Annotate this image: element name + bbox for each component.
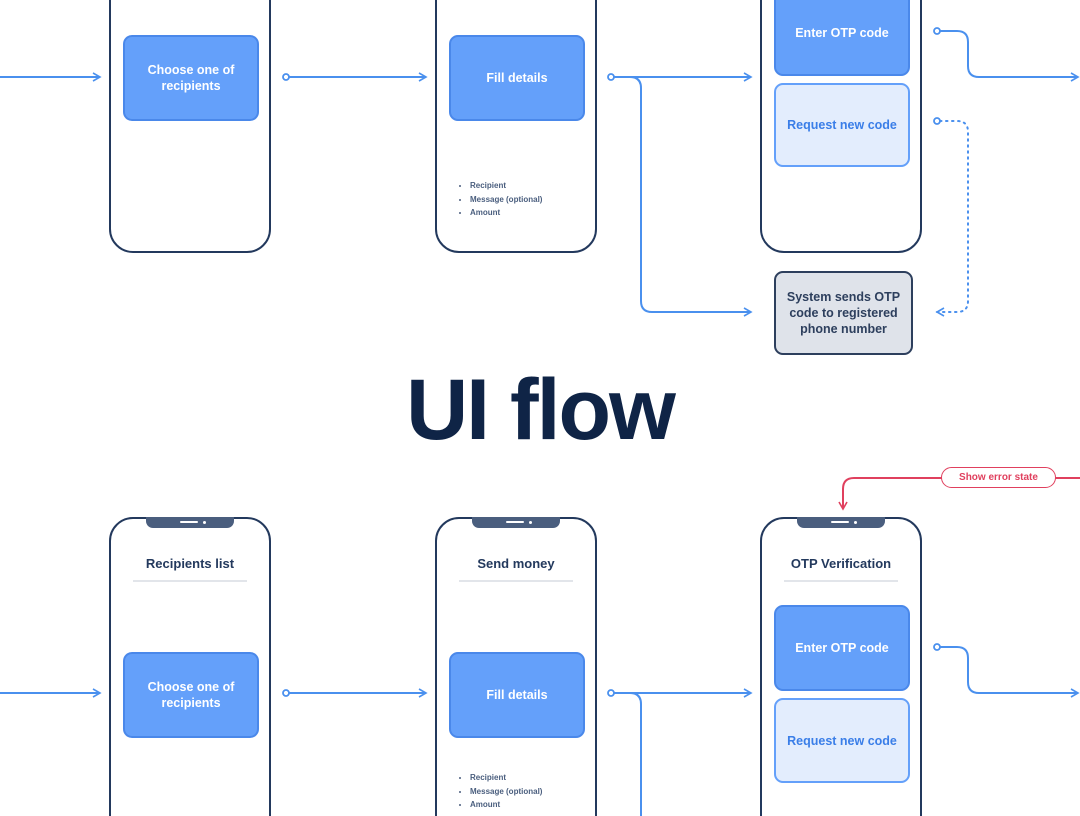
list-item: Amount (470, 206, 542, 220)
screen-title: Send money (477, 556, 555, 571)
phone-screen-recipients-top: Choose one of recipients (109, 0, 271, 253)
connector-node (933, 27, 941, 35)
arrow-screen2-to-system-box (614, 76, 753, 317)
phone-screen-send-money: Send money Fill details Recipient Messag… (435, 517, 597, 816)
details-list: Recipient Message (optional) Amount (456, 179, 542, 220)
show-error-state-badge: Show error state (941, 467, 1056, 488)
title-divider (133, 580, 247, 582)
choose-recipient-label: Choose one of recipients (147, 680, 235, 710)
connector-node (607, 689, 615, 697)
phone-screen-otp-top: Enter OTP code Request new code (760, 0, 922, 253)
page-title: UI flow (406, 362, 676, 458)
fill-details-label: Fill details (486, 688, 548, 702)
list-item: Message (optional) (470, 785, 542, 799)
enter-otp-card[interactable]: Enter OTP code (774, 0, 910, 76)
request-new-code-card[interactable]: Request new code (774, 698, 910, 783)
request-new-code-card[interactable]: Request new code (774, 83, 910, 167)
phone-screen-recipients-list: Recipients list Choose one of recipients (109, 517, 271, 816)
request-new-code-label: Request new code (787, 733, 897, 748)
enter-otp-label: Enter OTP code (795, 26, 889, 40)
arrow-screen3-out-top (940, 30, 1080, 82)
connector-node (933, 643, 941, 651)
title-divider (784, 580, 898, 582)
connector-node (282, 689, 290, 697)
list-item: Message (optional) (470, 193, 542, 207)
branch-line-bottom (614, 692, 642, 816)
phone-notch (472, 517, 560, 528)
details-list: Recipient Message (optional) Amount (456, 771, 542, 812)
screen-title: OTP Verification (790, 556, 892, 571)
connector-node (282, 73, 290, 81)
list-item: Amount (470, 798, 542, 812)
connector-node (607, 73, 615, 81)
arrow-screen3-out-bottom (940, 646, 1080, 698)
request-new-code-label: Request new code (787, 118, 897, 132)
fill-details-card[interactable]: Fill details (449, 35, 585, 121)
phone-screen-otp-verification: OTP Verification Enter OTP code Request … (760, 517, 922, 816)
list-item: Recipient (470, 179, 542, 193)
dotted-arrow-request-new-code (935, 120, 969, 317)
screen-title: Recipients list (145, 556, 235, 571)
system-box-label: System sends OTP code to registered phon… (786, 290, 901, 336)
choose-recipient-card[interactable]: Choose one of recipients (123, 652, 259, 738)
error-state-arrow (838, 477, 1080, 511)
enter-otp-card[interactable]: Enter OTP code (774, 605, 910, 691)
choose-recipient-label: Choose one of recipients (147, 63, 235, 93)
list-item: Recipient (470, 771, 542, 785)
fill-details-label: Fill details (486, 71, 548, 85)
phone-screen-send-money-top: Fill details Recipient Message (optional… (435, 0, 597, 253)
phone-notch (797, 517, 885, 528)
enter-otp-label: Enter OTP code (795, 641, 889, 655)
system-sends-otp-box: System sends OTP code to registered phon… (774, 271, 913, 355)
connector-node (933, 117, 941, 125)
phone-notch (146, 517, 234, 528)
choose-recipient-card[interactable]: Choose one of recipients (123, 35, 259, 121)
fill-details-card[interactable]: Fill details (449, 652, 585, 738)
title-divider (459, 580, 573, 582)
